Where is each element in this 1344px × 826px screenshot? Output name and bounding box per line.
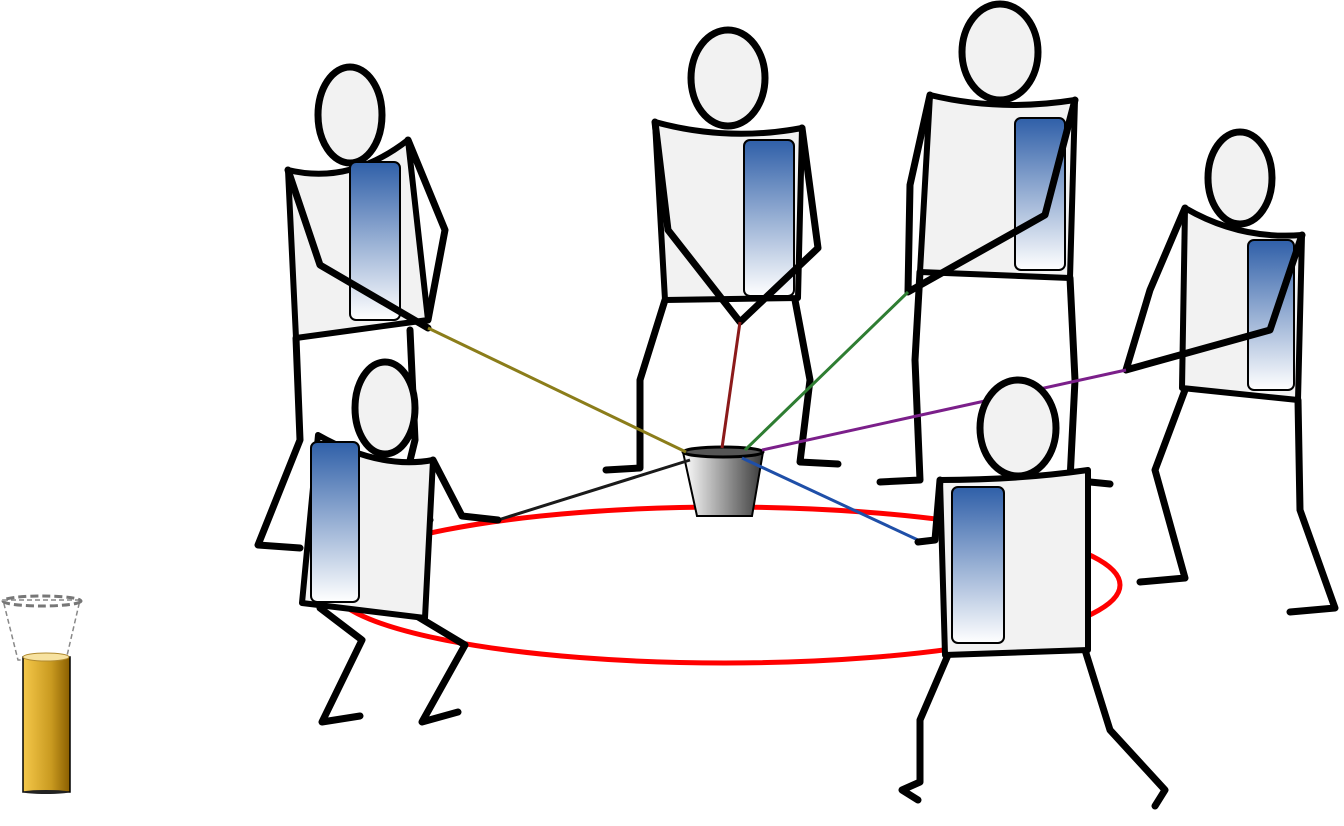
head [958,0,1042,104]
person-back-center [602,26,842,474]
torso-panel [349,161,401,321]
person-front-right [898,376,1169,810]
rope-black [497,458,691,522]
head [351,358,419,458]
cylinder-object [1,594,83,794]
dashed-cup [2,599,81,661]
rope-purple [761,368,1127,452]
torso-panel [743,139,795,297]
rope-blue [741,456,919,542]
bucket [681,445,765,517]
ropes [427,290,1127,542]
arm [429,456,502,524]
head [687,26,769,130]
legs [316,604,469,726]
cylinder-body [22,656,71,793]
bucket-rim [681,445,765,459]
cylinder-bottom [23,790,69,794]
head [314,63,386,167]
person-back-right [876,0,1114,488]
torso-panel [951,486,1005,644]
person-right [1122,128,1339,616]
head [976,376,1060,480]
legs [898,646,1169,810]
arm [914,476,944,546]
person-front-left [299,358,502,726]
dashed-cup-rim [1,594,83,608]
torso-panel [310,441,360,603]
legs [1136,386,1339,616]
legs [602,296,842,474]
rope-green [743,290,910,452]
rope-olive [427,326,687,454]
cylinder-top [22,652,70,662]
rope-maroon [720,321,742,449]
torso-panel [1014,117,1066,271]
arms [284,136,449,332]
head [1204,128,1276,228]
torso-panel [1247,239,1295,391]
